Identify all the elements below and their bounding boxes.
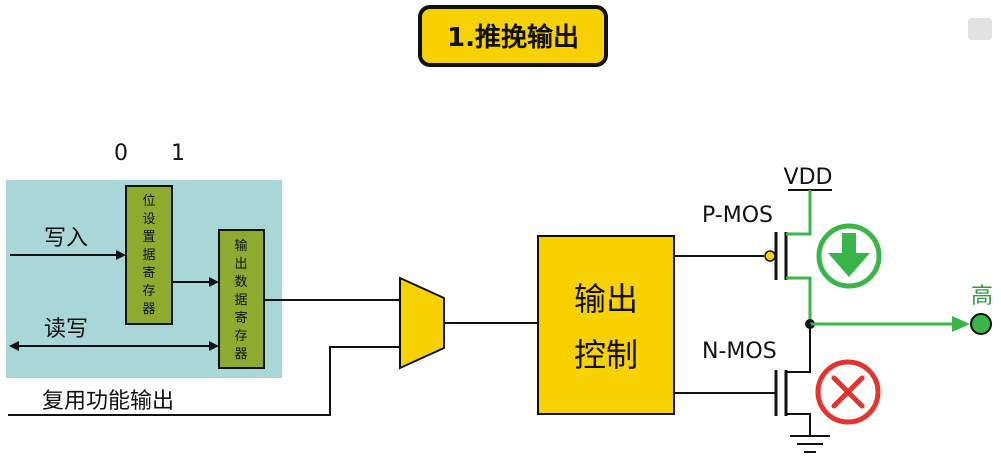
read-write-arrowhead-right [209, 341, 219, 351]
close-icon-stroke-b [831, 375, 865, 409]
bit-label-one: 1 [171, 141, 185, 166]
current-down-indicator [816, 223, 882, 289]
output-data-char: 据 [234, 293, 247, 308]
output-data-char: 器 [234, 347, 247, 362]
nmos-source-path [786, 413, 811, 436]
bit-set-char: 设 [142, 212, 155, 227]
off-indicator [815, 359, 881, 425]
bit-set-register-text: 位 设 置 据 寄 存 器 [142, 194, 155, 317]
nmos-label: N-MOS [702, 339, 777, 364]
read-write-arrowhead-left [9, 341, 19, 351]
output-data-char: 输 [234, 238, 247, 254]
pmos-drain-path [786, 276, 812, 322]
output-data-char: 存 [234, 329, 247, 344]
watermark-logo [968, 18, 992, 40]
alt-function-label: 复用功能输出 [42, 389, 174, 414]
bit-set-char: 据 [142, 248, 155, 263]
bit-set-char: 位 [142, 194, 155, 209]
output-data-register-text: 输 出 数 据 寄 存 器 [234, 238, 247, 362]
output-control-line1: 输出 [574, 280, 638, 318]
nmos-drain-path [786, 324, 811, 373]
output-data-char: 出 [234, 257, 247, 272]
vdd-label: VDD [784, 165, 833, 190]
down-arrow-icon [828, 253, 870, 277]
output-arrowhead [952, 316, 970, 332]
bit-set-char: 置 [142, 230, 155, 245]
write-in-arrowhead [116, 250, 126, 260]
output-data-char: 寄 [234, 310, 247, 326]
output-pin [970, 313, 992, 335]
down-arrow-icon-shaft [842, 233, 856, 255]
pmos-label: P-MOS [702, 203, 773, 228]
output-level-label: 高 [971, 284, 993, 309]
pmos-gate-bubble [764, 250, 776, 262]
pmos-source-path [786, 190, 812, 236]
read-write-label: 读写 [44, 317, 88, 342]
title-box [418, 5, 608, 67]
write-in-label: 写入 [44, 226, 88, 251]
register-link-arrowhead [209, 277, 219, 287]
output-control-line2: 控制 [574, 336, 638, 374]
alt-function-wire [8, 346, 400, 416]
bit-set-register [125, 185, 173, 325]
bit-set-char: 器 [142, 302, 155, 317]
title-text: 1.推挽输出 [447, 22, 579, 53]
bit-set-char: 存 [142, 284, 155, 299]
output-control-block [537, 235, 675, 415]
multiplexer [399, 276, 445, 370]
bit-label-zero: 0 [114, 141, 128, 166]
bit-set-char: 寄 [142, 265, 155, 281]
output-data-char: 数 [234, 275, 247, 290]
